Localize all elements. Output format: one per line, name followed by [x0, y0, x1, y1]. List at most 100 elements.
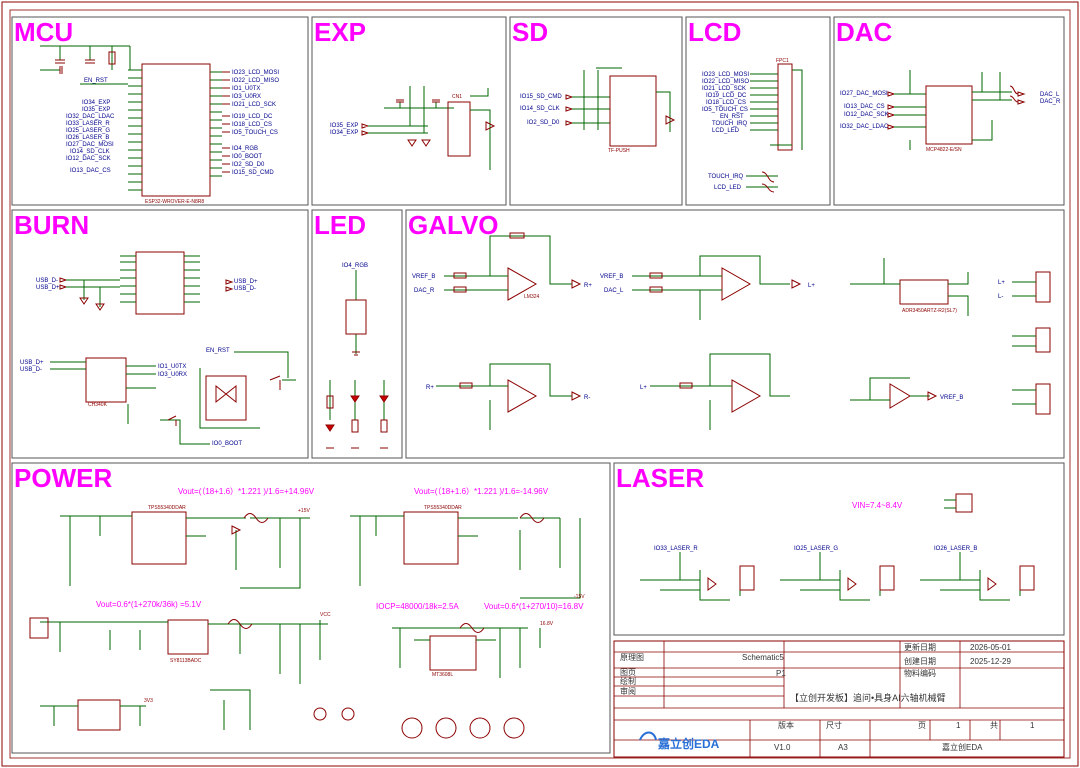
buck-chip — [167, 619, 209, 655]
galvo-net-vref-3: VREF_B — [940, 395, 963, 401]
rail-plus15: +15V — [298, 508, 310, 514]
tb-label-page: 图页 — [620, 668, 636, 677]
ch340-chip-name: CH340K — [88, 402, 108, 408]
mcu-net-right-0: IO23_LCD_MOSI — [232, 70, 279, 76]
galvo-net-lminus-1: L- — [998, 294, 1003, 300]
lcd-box — [685, 16, 831, 206]
mcu-net-right-5: IO19_LCD_DC — [232, 114, 273, 120]
rail-vcc: VCC — [320, 612, 331, 618]
power-formula-4: Vout=0.6*(1+270/10)=16.8V — [484, 602, 584, 611]
opamp-2 — [721, 267, 752, 301]
tb-page-no: 1 — [956, 721, 961, 730]
laser-connector-g — [879, 565, 895, 591]
section-title-exp: EXP — [314, 17, 366, 47]
exp-net-0: IO35_EXP — [330, 123, 358, 129]
mcu-net-right-4: IO21_LCD_SCK — [232, 102, 276, 108]
lcd-net-0: IO23_LCD_MOSI — [702, 72, 749, 78]
tb-label-created: 创建日期 — [904, 656, 936, 666]
mcu-net-left-3: IO33_LASER_R — [66, 121, 110, 127]
tb-label-review: 审阅 — [620, 686, 636, 696]
galvo-net-lplus-1: L+ — [808, 283, 815, 289]
laser-power-connector — [955, 493, 973, 513]
led-module: IO4_RGB — [325, 263, 389, 449]
tb-total: 1 — [1030, 721, 1035, 730]
lcd-net-3: IO19_LCD_DC — [706, 93, 747, 99]
laser-net-r: IO33_LASER_R — [654, 546, 698, 552]
galvo-net-rplus-2: R+ — [426, 385, 434, 391]
sd-connector-name: TF-PUSH — [608, 148, 630, 154]
tb-label-version: 版本 — [778, 720, 794, 730]
dac-net-in-3: IO32_DAC_LDAC — [840, 124, 889, 130]
burn-net-usb-dm-a: USB_D- — [36, 278, 58, 284]
lcd-net-1: IO22_LCD_MISO — [702, 79, 749, 85]
mcu-net-right-2: IO1_U0TX — [232, 86, 260, 92]
mcu-net-left-1: IO35_EXP — [82, 107, 110, 113]
galvo-net-rminus: R- — [584, 395, 590, 401]
led-box — [311, 209, 403, 459]
section-title-led: LED — [314, 210, 366, 240]
exp-connector — [447, 101, 471, 157]
section-title-dac: DAC — [836, 17, 893, 47]
power-module: Vout=(（18+1.6）*1.221 )/1.6=+14.96V Vout=… — [29, 487, 585, 739]
tb-version: V1.0 — [774, 743, 791, 752]
ldo-chip — [77, 699, 121, 731]
tb-size: A3 — [838, 743, 848, 752]
section-title-galvo: GALVO — [408, 210, 499, 240]
opamp-1 — [507, 267, 538, 301]
esp32-chip-name: ESP32-WROVER-E-N8R8 — [145, 199, 204, 205]
opamp-3 — [507, 379, 538, 413]
lcd-net-2: IO21_LCD_SCK — [702, 86, 746, 92]
opamp-5 — [889, 383, 911, 409]
burn-net-rx: IO3_U0RX — [158, 372, 187, 378]
exp-connector-name: CN1 — [452, 94, 462, 100]
mcu-net-left-0: IO34_EXP — [82, 100, 110, 106]
tb-project: 【立创开发板】追问•具身AI六轴机械臂 — [790, 692, 946, 703]
laser-vin: VIN=7.4~8.4V — [852, 501, 903, 510]
burn-net-usb-dm-b: USB_D- — [234, 286, 256, 292]
section-title-power: POWER — [14, 463, 112, 493]
tb-created: 2025-12-29 — [970, 657, 1011, 666]
boost-negative-chip — [403, 511, 459, 565]
tb-label-size: 尺寸 — [826, 720, 842, 730]
transistor-pair — [205, 375, 247, 421]
boost-negative-chip-name: TPS55340DDAR — [424, 505, 462, 511]
tb-label-page2: 页 — [918, 721, 926, 730]
mcu-net-left-6: IO27_DAC_MOSI — [66, 142, 114, 148]
section-title-laser: LASER — [616, 463, 704, 493]
mcu-net-right-1: IO22_LCD_MISO — [232, 78, 279, 84]
lcd-testpoint-0: TOUCH_IRQ — [708, 174, 744, 180]
exp-net-1: IO34_EXP — [330, 130, 358, 136]
lcd-nets: IO23_LCD_MOSI IO22_LCD_MISO IO21_LCD_SCK… — [702, 72, 749, 134]
tb-label-total: 共 — [990, 721, 998, 730]
burn-net-usb-dp-a: USB_D+ — [36, 285, 60, 291]
mcu-net-left-9: IO13_DAC_CS — [70, 168, 111, 174]
dac-net-in-2: IO12_DAC_SCK — [844, 112, 889, 118]
tb-label-updated: 更新日期 — [904, 642, 936, 652]
tb-company: 嘉立创EDA — [942, 742, 983, 752]
power-formula-2: Vout=0.6*(1+270k/36k) =5.1V — [96, 600, 202, 609]
galvo-net-lplus-3: L+ — [640, 385, 647, 391]
boost-positive-chip-name: TPS55340DDAR — [148, 505, 186, 511]
mcu-net-left-4: IO25_LASER_G — [66, 128, 110, 134]
burn-module: USB_D- USB_D+ USB_D+ USB_D- CH340K USB_D… — [20, 251, 296, 447]
tb-label-source: 原理图 — [620, 653, 644, 662]
sd-net-1: IO14_SD_CLK — [520, 106, 560, 112]
lcd-net-5: IO5_TOUCH_CS — [702, 107, 748, 113]
esp32-chip — [141, 63, 211, 197]
lcd-testpoint-1: LCD_LED — [714, 185, 742, 191]
galvo-net-dacr-1: DAC_R — [414, 288, 435, 294]
tb-schematic: Schematic5 — [742, 653, 784, 662]
burn-net-usb-dp-b: USB_D+ — [234, 279, 258, 285]
mcu-pins-left — [128, 69, 142, 191]
power-formula-0: Vout=(（18+1.6）*1.221 )/1.6=+14.96V — [178, 487, 315, 496]
reference-chip — [899, 279, 949, 305]
mcu-box — [11, 16, 309, 206]
mcu-net-left-8: IO12_DAC_SCK — [66, 156, 111, 162]
rail-16v8: 16.8V — [540, 621, 554, 627]
mt3608-chip-name: MT3608L — [432, 672, 453, 678]
exp-module: IO35_EXP IO34_EXP CN1 — [330, 86, 496, 170]
title-block: 原理图 图页 绘制 审阅 Schematic5 P1 更新日期 创建日期 物料编… — [613, 640, 1065, 758]
laser-box — [613, 462, 1065, 636]
mcu-net-left-2: IO32_DAC_LDAC — [66, 114, 115, 120]
laser-net-b: IO26_LASER_B — [934, 546, 977, 552]
